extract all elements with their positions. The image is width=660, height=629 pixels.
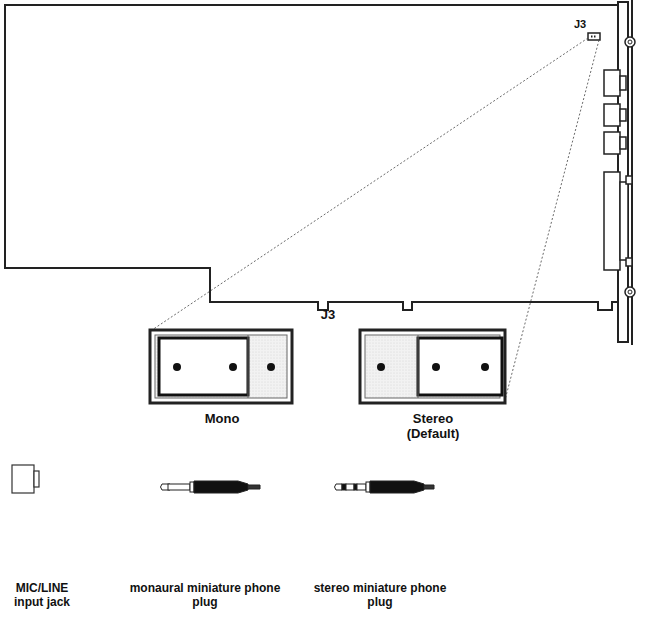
- bracket-screw: [625, 287, 635, 297]
- stereo-plug: [335, 481, 435, 493]
- setting-label: Mono: [182, 412, 262, 427]
- part-label: stereo miniature phone plug: [300, 582, 460, 610]
- jumper-label: J3: [565, 18, 595, 31]
- zoom-leader: [152, 38, 588, 330]
- jumper-label: J3: [308, 308, 348, 323]
- mono-plug: [161, 481, 261, 493]
- jumper-mono: [150, 330, 292, 403]
- game-port: [604, 172, 632, 270]
- audio-jacks: [604, 70, 626, 154]
- jumper-stereo: [360, 330, 505, 403]
- part-label: MIC/LINE input jack: [6, 582, 78, 610]
- input-jack-icon: [12, 465, 39, 493]
- zoom-leader: [505, 40, 599, 400]
- jumper-on-board: [588, 33, 600, 40]
- bracket-screw: [625, 37, 635, 47]
- setting-label: Stereo (Default): [397, 412, 469, 442]
- circuit-board: [5, 5, 618, 310]
- part-label: monaural miniature phone plug: [125, 582, 285, 610]
